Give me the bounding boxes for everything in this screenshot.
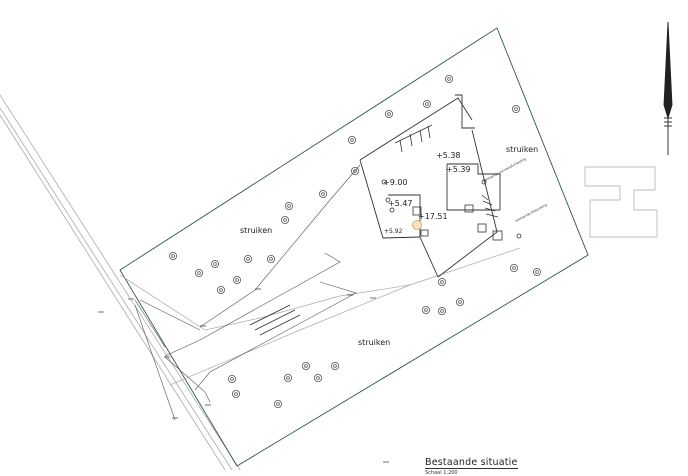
label-shrubs-south: struiken (358, 338, 390, 347)
title-block: Bestaande situatie Schaal 1:200 (425, 450, 525, 476)
level-2: +5.39 (446, 165, 471, 174)
level-3: +9.00 (383, 178, 408, 187)
level-5: +17.51 (418, 212, 448, 221)
level-6: +5.92 (384, 228, 403, 235)
level-1: +5.38 (436, 151, 461, 160)
central-building (359, 94, 501, 278)
path-lines (119, 247, 521, 386)
survey-marks (98, 288, 389, 463)
neighbour-building (584, 166, 658, 238)
road-lines (0, 94, 241, 470)
level-4: +5.47 (388, 199, 413, 208)
trees (168, 75, 542, 408)
survey-lines (134, 164, 361, 421)
site-boundary (119, 27, 589, 467)
label-shrubs-north: struiken (506, 145, 538, 154)
annotation-boundary: bestaande perceelafscheiding (483, 157, 527, 183)
drawing-title: Bestaande situatie (425, 457, 518, 469)
fixtures (381, 179, 522, 241)
label-shrubs-west: struiken (240, 226, 272, 235)
drawing-scale: Schaal 1:200 (425, 470, 458, 476)
hatching (249, 124, 499, 336)
north-arrow (663, 21, 673, 155)
annotation-building: bestaande bebouwing (515, 203, 548, 223)
